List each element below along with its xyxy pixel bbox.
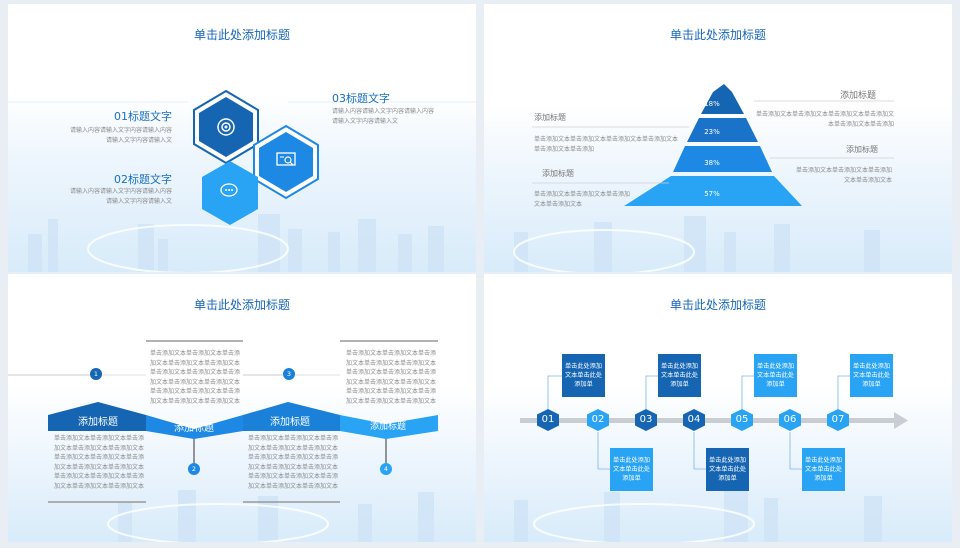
pyramid-level-3: 38%	[704, 159, 720, 167]
slide-title[interactable]: 单击此处添加标题	[669, 28, 766, 42]
slide-pyramid[interactable]: 单击此处添加标题 18% 23% 38% 57% 添加标题 单击添加文本单击添加…	[484, 4, 952, 272]
chat-icon	[220, 183, 240, 199]
step-number-4: 4	[380, 463, 392, 475]
text-block-2[interactable]: 单击添加文本单击添加文本单击添加文本单击添加文本单击添加文本单击添加文本单击添加…	[54, 435, 145, 490]
item3-text[interactable]: 请输入内容请输入文字内容请输入内容请输入文字内容请输入文	[332, 108, 435, 125]
slide-title[interactable]: 单击此处添加标题	[193, 298, 290, 312]
slide-title[interactable]: 单击此处添加标题	[669, 298, 766, 312]
timeline-box-06[interactable]: 单击此处添加文本单击此处添加单	[802, 448, 845, 491]
timeline-node-06[interactable]: 06	[779, 409, 801, 431]
left-text-2[interactable]: 单击添加文本单击添加文本单击添加文本单击添加文本	[534, 191, 631, 208]
slide-hexagons[interactable]: 单击此处添加标题 01标题文字 请输入内容请输入文字内容请输入内容请输入文字内容…	[8, 4, 476, 272]
step-number-2: 2	[188, 463, 200, 475]
timeline-box-05[interactable]: 单击此处添加文本单击此处添加单	[754, 354, 797, 397]
step-number-3: 3	[283, 368, 295, 380]
item2-title[interactable]: 02标题文字	[114, 173, 172, 186]
timeline-node-02[interactable]: 02	[587, 409, 609, 431]
left-heading-1[interactable]: 添加标题	[534, 113, 566, 122]
timeline-box-02[interactable]: 单击此处添加文本单击此处添加单	[610, 448, 653, 491]
timeline-box-07[interactable]: 单击此处添加文本单击此处添加单	[850, 354, 893, 397]
step-number-1: 1	[90, 368, 102, 380]
slide-title[interactable]: 单击此处添加标题	[193, 28, 290, 42]
right-text-2[interactable]: 单击添加文本单击添加文本单击添加文本单击添加文本	[796, 167, 893, 184]
band-title-4[interactable]: 添加标题	[369, 422, 406, 432]
text-block-4[interactable]: 单击添加文本单击添加文本单击添加文本单击添加文本单击添加文本单击添加文本单击添加…	[346, 350, 437, 405]
band-title-1[interactable]: 添加标题	[78, 417, 118, 428]
left-heading-2[interactable]: 添加标题	[542, 169, 574, 178]
target-icon	[216, 117, 236, 137]
city-background	[484, 375, 952, 542]
timeline-box-01[interactable]: 单击此处添加文本单击此处添加单	[562, 354, 605, 397]
timeline-node-04[interactable]: 04	[683, 409, 705, 431]
right-heading-2[interactable]: 添加标题	[846, 145, 878, 154]
timeline-node-05[interactable]: 05	[731, 409, 753, 431]
band-title-3[interactable]: 添加标题	[270, 417, 310, 428]
left-text-1[interactable]: 单击添加文本单击添加文本单击添加文本单击添加文本单击添加文本单击添加	[534, 136, 679, 153]
right-text-1[interactable]: 单击添加文本单击添加文本单击添加文本单击添加文本单击添加文本单击添加	[755, 111, 894, 128]
pyramid-level-4: 57%	[704, 190, 720, 198]
monitor-search-icon	[276, 152, 296, 170]
city-background	[484, 84, 952, 272]
item1-text[interactable]: 请输入内容请输入文字内容请输入内容请输入文字内容请输入文	[69, 127, 172, 144]
pyramid-level-2: 23%	[704, 128, 720, 136]
timeline-node-03[interactable]: 03	[635, 409, 657, 431]
city-background	[8, 340, 476, 542]
item3-title[interactable]: 03标题文字	[332, 92, 390, 105]
timeline-node-07[interactable]: 07	[827, 409, 849, 431]
pyramid-level-1: 18%	[704, 100, 720, 108]
timeline-box-04[interactable]: 单击此处添加文本单击此处添加单	[706, 448, 749, 491]
right-heading-1[interactable]: 添加标题	[840, 91, 877, 101]
text-block-3[interactable]: 单击添加文本单击添加文本单击添加文本单击添加文本单击添加文本单击添加文本单击添加…	[248, 435, 339, 490]
slide-timeline[interactable]: 单击此处添加标题 01 02 03 04 05 06 07 单击此处添加文本单击…	[484, 274, 952, 542]
slide-ribbon[interactable]: 单击此处添加标题 1 2 3 4 添加标题 添加标题 添加标题 添加标题 单击添…	[8, 274, 476, 542]
text-block-1[interactable]: 单击添加文本单击添加文本单击添加文本单击添加文本单击添加文本单击添加文本单击添加…	[150, 350, 241, 405]
band-title-2[interactable]: 添加标题	[174, 423, 214, 434]
timeline-node-01[interactable]: 01	[537, 409, 559, 431]
item2-text[interactable]: 请输入内容请输入文字内容请输入内容请输入文字内容请输入文	[69, 188, 172, 205]
timeline-box-03[interactable]: 单击此处添加文本单击此处添加单	[658, 354, 701, 397]
item1-title[interactable]: 01标题文字	[114, 110, 172, 123]
